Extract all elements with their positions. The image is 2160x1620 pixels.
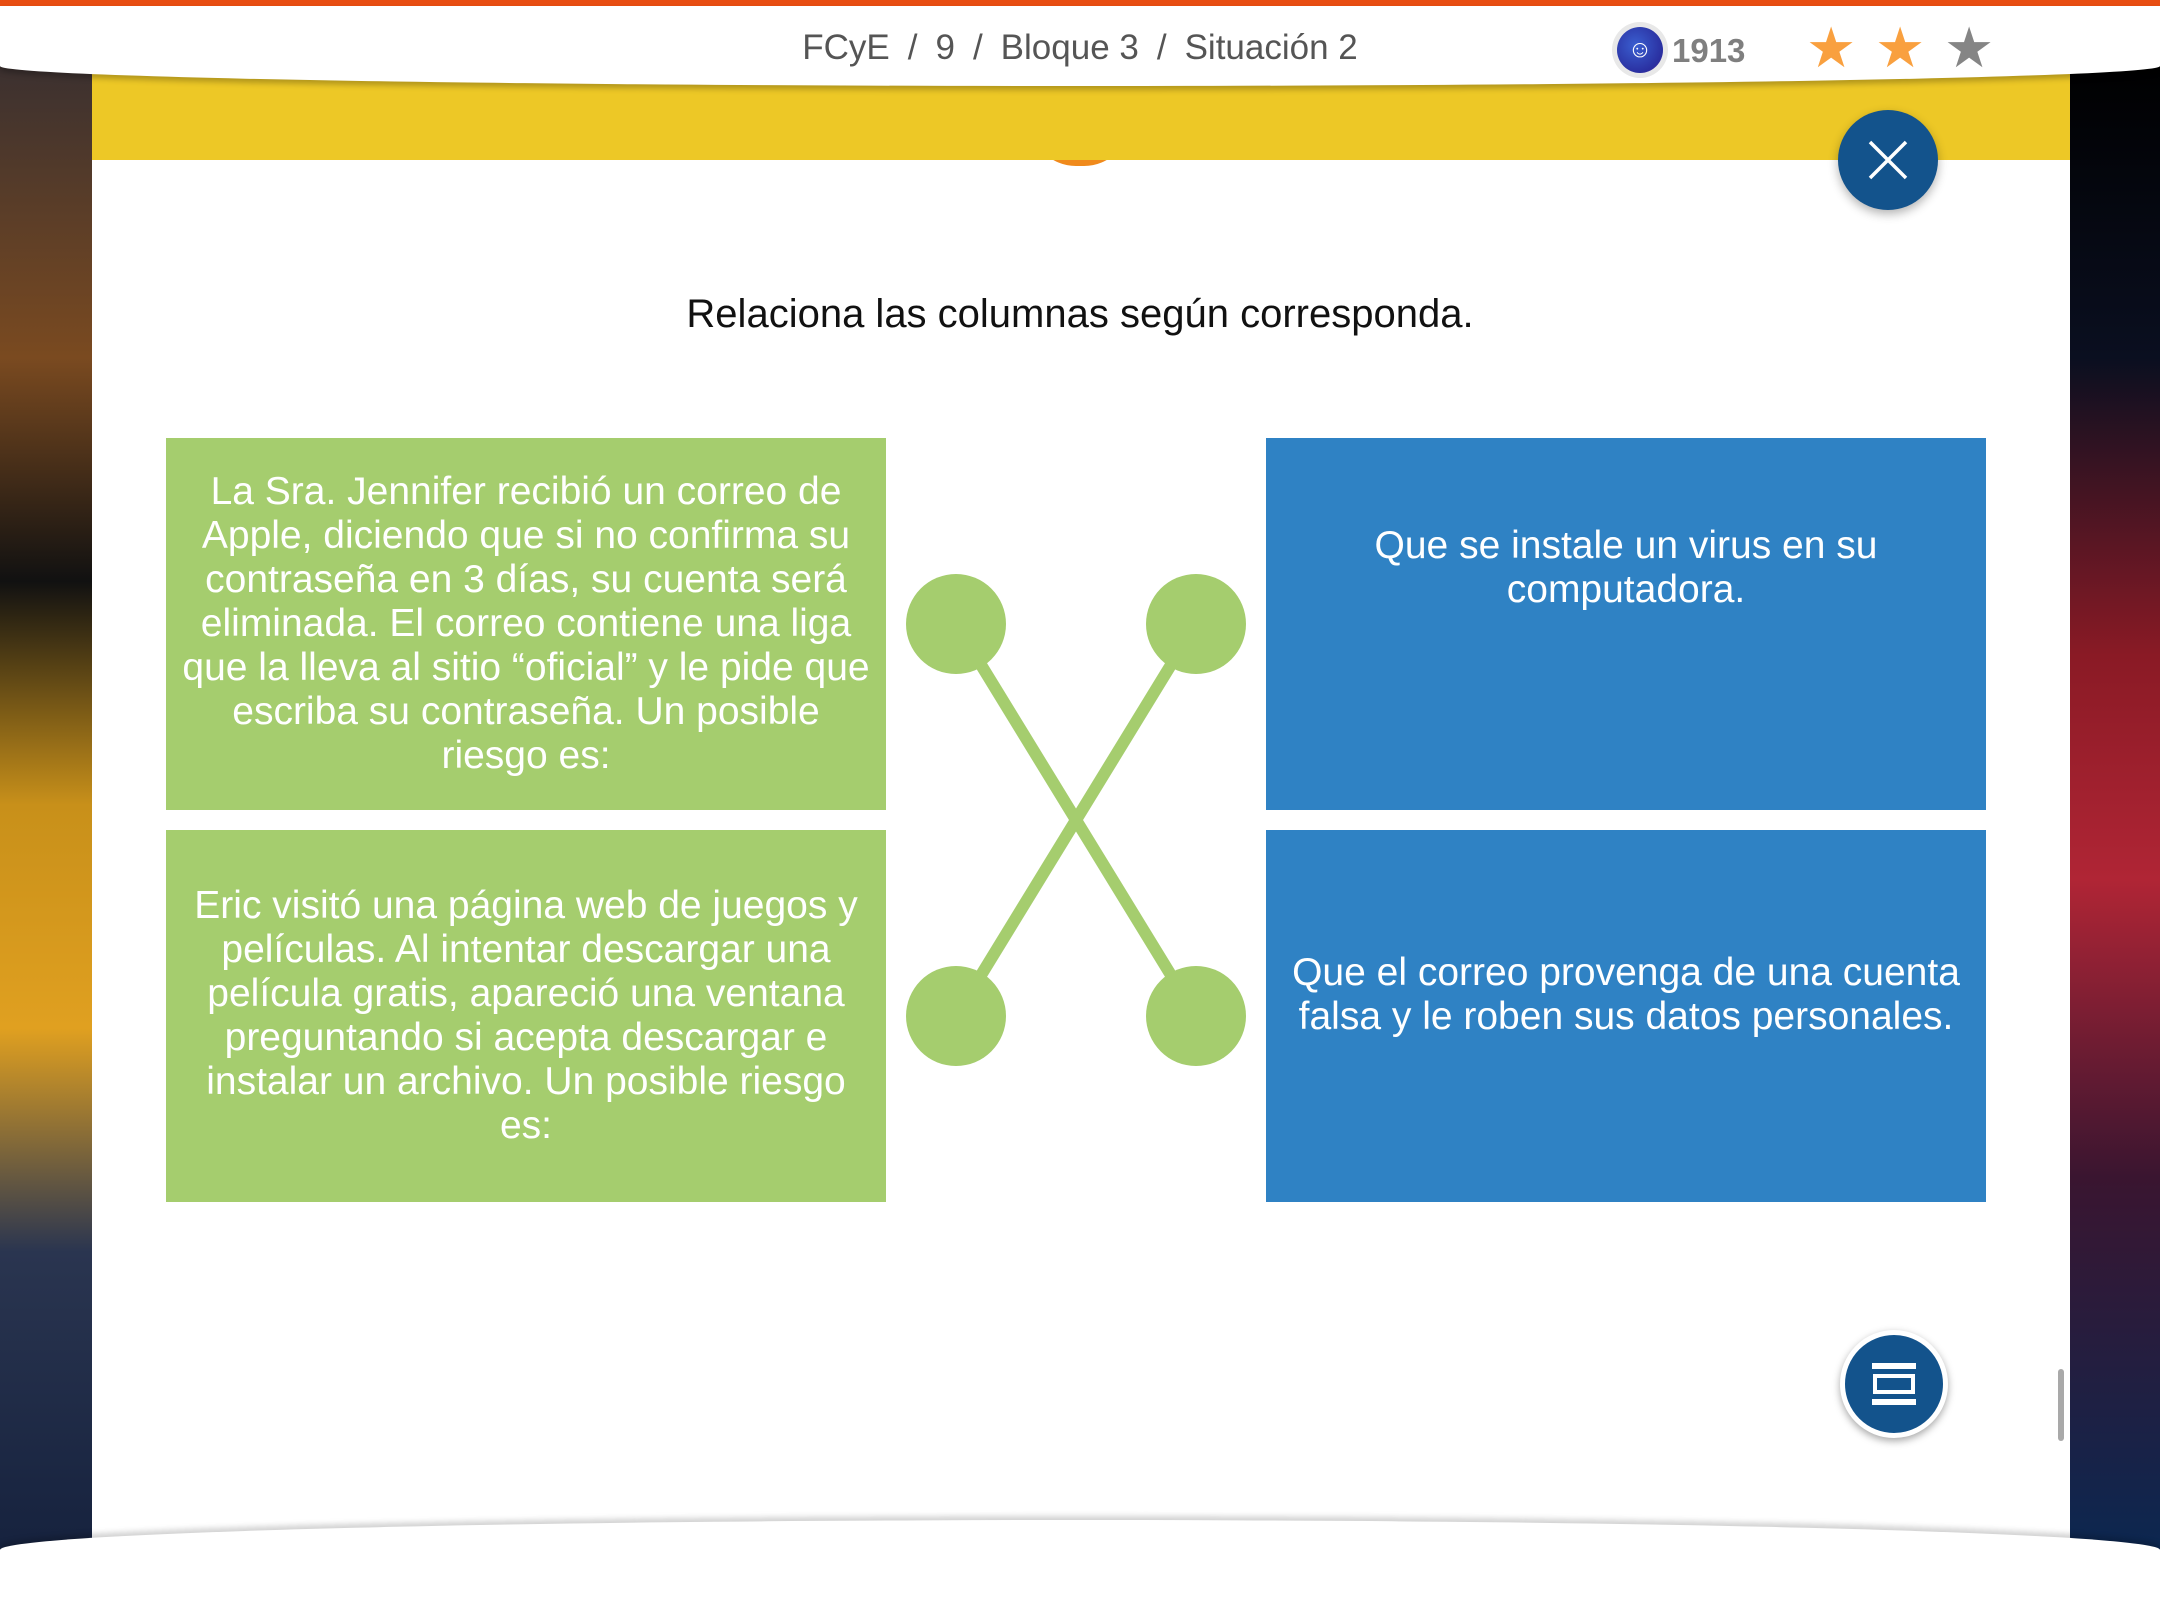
star-empty-icon: ★ (1944, 16, 1995, 79)
bottom-frame (0, 1520, 2160, 1620)
orange-tab-decoration (1030, 160, 1130, 166)
instruction-text: Relaciona las columnas según corresponda… (686, 292, 1474, 336)
left-item-1[interactable]: La Sra. Jennifer recibió un correo de Ap… (166, 438, 886, 810)
layout-icon (1872, 1363, 1916, 1405)
breadcrumb-situation: Situación 2 (1184, 28, 1358, 67)
breadcrumb-grade[interactable]: 9 (935, 28, 955, 67)
close-button[interactable] (1838, 110, 1938, 210)
scrollbar[interactable] (2058, 1369, 2064, 1441)
right-item-1[interactable]: Que se instale un virus en su computador… (1266, 438, 1986, 810)
layout-menu-button[interactable] (1840, 1330, 1948, 1438)
score-count: 1913 (1672, 32, 1746, 69)
coin-icon: ☺ (1612, 22, 1668, 78)
left-connector-1[interactable] (906, 574, 1006, 674)
top-header: FCyE / 9 / Bloque 3 / Situación 2 ☺ 1913 ★ ★ ★ (0, 6, 2160, 86)
star-filled-icon: ★ (1875, 16, 1926, 79)
connection-line (950, 620, 1202, 1020)
star-filled-icon: ★ (1806, 16, 1857, 79)
background-image-left (0, 60, 92, 1550)
left-connector-2[interactable] (906, 966, 1006, 1066)
breadcrumb: FCyE / 9 / Bloque 3 / Situación 2 (0, 28, 2160, 68)
breadcrumb-block[interactable]: Bloque 3 (1000, 28, 1139, 67)
background-image-right (2070, 60, 2160, 1550)
right-item-2[interactable]: Que el correo provenga de una cuenta fal… (1266, 830, 1986, 1202)
breadcrumb-subject[interactable]: FCyE (802, 28, 890, 67)
right-connector-2[interactable] (1146, 966, 1246, 1066)
breadcrumb-separator: / (907, 28, 918, 67)
close-icon (1868, 140, 1908, 180)
right-connector-1[interactable] (1146, 574, 1246, 674)
top-accent-bar (0, 0, 2160, 6)
left-item-2[interactable]: Eric visitó una página web de juegos y p… (166, 830, 886, 1202)
breadcrumb-separator: / (1156, 28, 1167, 67)
breadcrumb-separator: / (972, 28, 983, 67)
